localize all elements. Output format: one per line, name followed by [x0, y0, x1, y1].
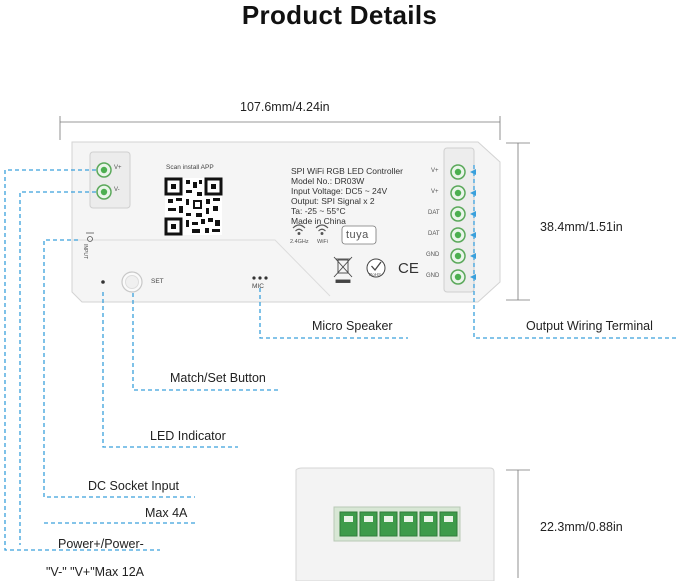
- page-title: Product Details: [241, 0, 438, 30]
- power-label: Power+/Power-: [58, 537, 144, 551]
- output-callout-line: [473, 165, 679, 339]
- dc-socket-max-label: Max 4A: [145, 506, 188, 520]
- output-terminal-label-5: GND: [426, 252, 440, 258]
- output-terminal-label-1: V+: [431, 168, 439, 174]
- led-callout-line: [102, 292, 238, 448]
- depth-side-view: [295, 467, 495, 581]
- weee-bin-icon: [333, 256, 353, 283]
- rohs-label: RoHS: [369, 272, 382, 277]
- input-side-label: INPUT: [82, 244, 88, 259]
- ce-mark: CE: [398, 260, 419, 277]
- tuya-logo-box: [341, 225, 377, 245]
- depth-dimension-label: 22.3mm/0.88in: [540, 520, 623, 534]
- device-name: SPI WiFi RGB LED Controller: [291, 166, 403, 176]
- input-terminals: [96, 162, 112, 200]
- power-callout-line-2: [19, 191, 96, 545]
- mic-callout-line: [259, 288, 408, 339]
- scan-label: Scan install APP: [166, 164, 214, 171]
- output-wiring-label: Output Wiring Terminal: [526, 319, 653, 333]
- wifi-24ghz-icon: [292, 224, 306, 235]
- match-set-label: Match/Set Button: [170, 371, 266, 385]
- output-terminal-label-2: V+: [431, 189, 439, 195]
- set-button-graphic: [121, 271, 143, 293]
- width-dimension-label: 107.6mm/4.24in: [240, 100, 330, 114]
- device-origin: Made in China: [291, 216, 346, 226]
- led-dot: [101, 280, 105, 284]
- qr-code: [164, 177, 223, 236]
- device-input-voltage: Input Voltage: DC5 ~ 24V: [291, 186, 388, 196]
- wifi-icon: [315, 224, 329, 235]
- output-terminal-label-6: GND: [426, 273, 440, 279]
- tuya-brand: tuya: [346, 229, 369, 241]
- rohs-icon: [366, 258, 386, 278]
- power-max-label: "V-" "V+"Max 12A: [46, 565, 144, 579]
- output-terminals: [450, 164, 466, 285]
- output-arrows: [470, 169, 476, 280]
- dc-socket-callout-line: [43, 239, 195, 498]
- power-callout-line: [4, 169, 160, 551]
- device-output: Output: SPI Signal x 2: [291, 196, 375, 206]
- wifi-24-label: 2.4GHz: [290, 239, 309, 245]
- wifi-label: WiFi: [317, 239, 328, 245]
- output-terminal-label-3: DAT: [428, 210, 440, 216]
- mic-label: MIC: [252, 283, 264, 290]
- dc-socket-label: DC Socket Input: [88, 479, 180, 493]
- input-terminal-label-2: V-: [114, 187, 120, 193]
- device-model: Model No.: DR03W: [291, 176, 365, 186]
- mic-holes: [252, 276, 268, 280]
- dc-socket-symbol: [86, 232, 94, 242]
- input-terminal-label-1: V+: [114, 165, 122, 171]
- output-terminal-label-4: DAT: [428, 231, 440, 237]
- device-temp: Ta: -25 ~ 55°C: [291, 206, 346, 216]
- micro-speaker-label: Micro Speaker: [312, 319, 393, 333]
- led-indicator-label: LED Indicator: [150, 429, 226, 443]
- set-label: SET: [151, 278, 164, 285]
- height-dimension-label: 38.4mm/1.51in: [540, 220, 623, 234]
